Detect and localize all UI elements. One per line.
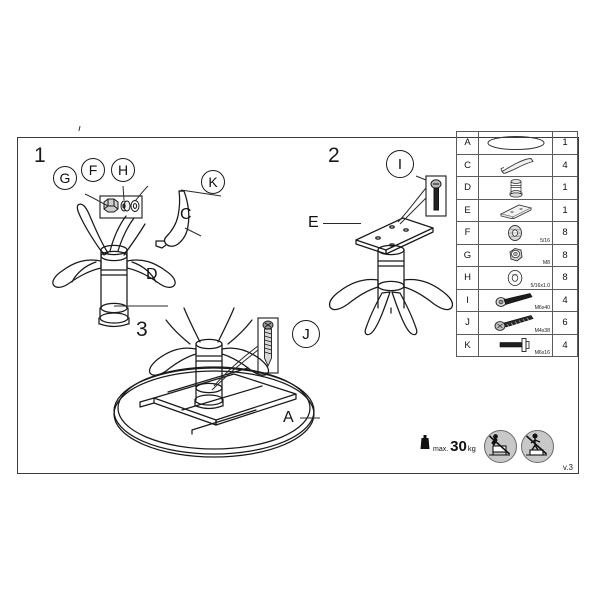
- mounting-plate-icon: [479, 200, 552, 221]
- part-letter: C: [456, 153, 479, 177]
- part-picture: [478, 131, 553, 155]
- table-row: D 1: [456, 176, 578, 200]
- part-qty: 8: [552, 243, 578, 267]
- parts-list-body: A 1 C 4: [456, 131, 578, 357]
- version-label: v.3: [562, 463, 573, 472]
- callout-h: H: [111, 158, 135, 182]
- label-a: A: [283, 409, 294, 426]
- lock-washer-icon: [479, 222, 552, 243]
- part-spec: 5/16: [540, 237, 550, 244]
- step-1-number: 1: [34, 144, 46, 167]
- label-e-leader: [323, 223, 361, 224]
- callout-f-label: F: [88, 162, 98, 178]
- callout-j-label: J: [302, 325, 310, 343]
- callout-j: J: [292, 320, 320, 348]
- step-1-figure: [52, 185, 222, 328]
- part-spec: M4x38: [534, 327, 551, 334]
- part-letter: A: [456, 131, 479, 155]
- table-row: F 5/16 8: [456, 221, 578, 245]
- t-bolt-icon: [479, 335, 552, 356]
- callout-i: I: [386, 150, 414, 178]
- table-row: G M8 8: [456, 243, 578, 267]
- part-qty: 8: [552, 221, 578, 245]
- part-letter: D: [456, 176, 479, 200]
- part-qty: 6: [552, 311, 578, 335]
- step-3-figure: [113, 307, 320, 458]
- part-letter: K: [456, 333, 479, 357]
- part-qty: 1: [552, 176, 578, 200]
- part-qty: 1: [552, 131, 578, 155]
- part-picture: M6x16: [478, 333, 553, 357]
- part-qty: 4: [552, 153, 578, 177]
- table-row: C 4: [456, 153, 578, 177]
- part-picture: M8: [478, 243, 553, 267]
- part-picture: 5/16x1.0: [478, 266, 553, 290]
- part-picture: 5/16: [478, 221, 553, 245]
- part-qty: 4: [552, 288, 578, 312]
- weight-icon: [420, 435, 430, 449]
- max-weight-value: 30: [450, 438, 467, 455]
- oval-tabletop-icon: [479, 132, 552, 153]
- part-letter: I: [456, 288, 479, 312]
- part-qty: 8: [552, 266, 578, 290]
- label-c: C: [180, 206, 192, 223]
- part-spec: M6x40: [534, 305, 551, 311]
- table-row: J M4x38 6: [456, 311, 578, 335]
- wood-screw-icon: [479, 312, 552, 333]
- table-row: A 1: [456, 131, 578, 155]
- callout-h-label: H: [117, 162, 129, 178]
- part-picture: M4x38: [478, 311, 553, 335]
- part-picture: [478, 198, 553, 222]
- max-weight-indicator: max. 30 kg: [420, 434, 476, 455]
- part-picture: [478, 153, 553, 177]
- part-letter: H: [456, 266, 479, 290]
- flat-washer-icon: [479, 267, 552, 288]
- table-row: I M6x40 4: [456, 288, 578, 312]
- step-2-number: 2: [328, 144, 340, 167]
- hex-bolt-icon: [479, 290, 552, 311]
- callout-k-label: K: [208, 174, 218, 190]
- step-3-number: 3: [136, 318, 148, 341]
- callout-g: G: [53, 166, 77, 190]
- table-row: E 1: [456, 198, 578, 222]
- parts-list-table: A 1 C 4: [456, 131, 578, 357]
- hex-nut-icon: [479, 245, 552, 266]
- part-qty: 1: [552, 198, 578, 222]
- table-row: K M6x16 4: [456, 333, 578, 357]
- part-letter: G: [456, 243, 479, 267]
- part-picture: [478, 176, 553, 200]
- part-spec: 5/16x1.0: [530, 282, 550, 289]
- callout-i-label: I: [397, 155, 403, 173]
- label-e: E: [308, 214, 319, 231]
- step-2-figure: [328, 175, 454, 336]
- part-letter: E: [456, 198, 479, 222]
- callout-k: K: [201, 170, 225, 194]
- part-letter: J: [456, 311, 479, 335]
- part-letter: F: [456, 221, 479, 245]
- column-icon: [479, 177, 552, 198]
- no-standing-icon: [521, 430, 554, 463]
- callout-f: F: [81, 158, 105, 182]
- table-row: H 5/16x1.0 8: [456, 266, 578, 290]
- footer-warnings: max. 30 kg: [414, 428, 574, 472]
- stray-mark: [78, 125, 81, 132]
- max-weight-prefix: max.: [433, 446, 449, 453]
- part-picture: M6x40: [478, 288, 553, 312]
- part-qty: 4: [552, 333, 578, 357]
- callout-g-label: G: [59, 170, 71, 186]
- part-spec: M8: [542, 260, 550, 266]
- label-d: D: [146, 266, 158, 283]
- leg-icon: [479, 155, 552, 176]
- part-spec: M6x16: [534, 350, 551, 356]
- no-sitting-icon: [484, 430, 517, 463]
- max-weight-unit: kg: [467, 444, 476, 453]
